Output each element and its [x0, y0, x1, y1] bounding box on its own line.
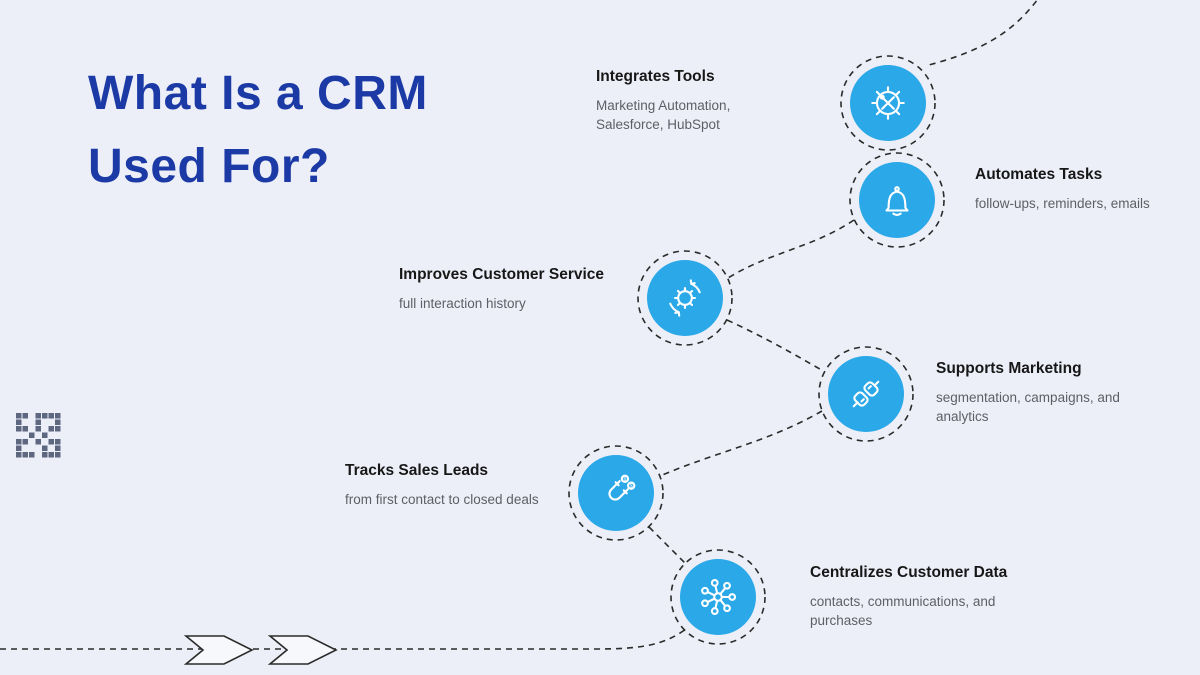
step-node-1 — [850, 65, 926, 141]
page-title: What Is a CRM Used For? — [88, 58, 428, 204]
path-segment-bottom — [0, 628, 687, 650]
step-item-3: Improves Customer Service full interacti… — [399, 266, 639, 314]
step-description: follow-ups, reminders, emails — [975, 196, 1150, 211]
step-description: full interaction history — [399, 296, 526, 311]
tools-gear-icon — [871, 86, 905, 120]
step-item-4: Supports Marketing segmentation, campaig… — [936, 360, 1141, 426]
chevron-icon — [183, 635, 254, 665]
bell-icon — [885, 186, 909, 217]
step-node-3 — [647, 260, 723, 336]
page-title-line-2: Used For? — [88, 139, 330, 193]
path-segment-4-5 — [659, 410, 823, 477]
step-item-6: Centralizes Customer Data contacts, comm… — [810, 564, 1030, 630]
step-description: contacts, communications, and purchases — [810, 594, 996, 628]
step-node-5: $ $ — [578, 455, 654, 531]
step-node-4 — [828, 356, 904, 432]
svg-text:$: $ — [624, 477, 627, 483]
chevron-icon — [267, 635, 338, 665]
path-segment-top — [924, 0, 1039, 67]
fist-bump-icon — [852, 380, 880, 408]
service-gear-arrows-icon — [669, 279, 701, 317]
path-segment-5-6 — [648, 526, 686, 564]
step-item-5: Tracks Sales Leads from first contact to… — [345, 462, 550, 510]
pixel-brand-logo-icon — [16, 413, 61, 458]
page-title-line-1: What Is a CRM — [88, 67, 428, 120]
path-segment-2-3 — [727, 219, 855, 279]
step-heading: Supports Marketing — [936, 360, 1082, 377]
svg-text:$: $ — [630, 484, 633, 490]
path-segment-3-4 — [726, 319, 826, 373]
network-hub-icon — [701, 579, 737, 615]
step-heading: Centralizes Customer Data — [810, 564, 1008, 581]
step-node-2 — [859, 162, 935, 238]
step-description: segmentation, campaigns, and analytics — [936, 390, 1120, 424]
step-item-1: Integrates Tools Marketing Automation, S… — [596, 68, 786, 134]
step-heading: Automates Tasks — [975, 166, 1103, 183]
step-description: from first contact to closed deals — [345, 492, 539, 507]
step-heading: Tracks Sales Leads — [345, 462, 489, 479]
step-item-2: Automates Tasks follow-ups, reminders, e… — [975, 166, 1160, 214]
step-heading: Integrates Tools — [596, 68, 715, 85]
step-heading: Improves Customer Service — [399, 266, 605, 283]
step-node-6 — [680, 559, 756, 635]
magnet-leads-icon: $ $ — [608, 474, 636, 501]
step-description: Marketing Automation, Salesforce, HubSpo… — [596, 98, 731, 132]
